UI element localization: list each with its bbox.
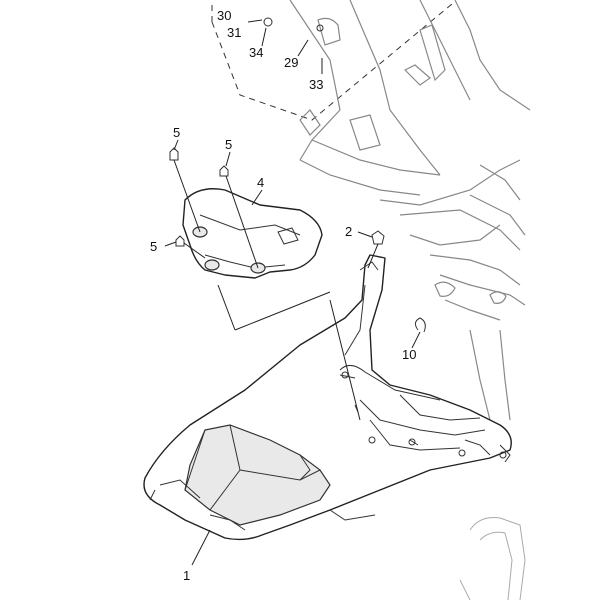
bolt-5-upper-left (169, 147, 179, 161)
part-1-under-cover (143, 254, 512, 541)
callout-5-upper-right: 5 (225, 137, 232, 152)
callout-29: 29 (284, 55, 298, 70)
callout-5-upper-left: 5 (173, 125, 180, 140)
callout-10: 10 (402, 347, 416, 362)
callout-34: 34 (249, 45, 263, 60)
callout-5-lower: 5 (150, 239, 157, 254)
callout-4: 4 (257, 175, 264, 190)
part-4-bracket (182, 188, 323, 279)
leader-lines (164, 19, 421, 566)
callout-30: 30 (217, 8, 231, 23)
bolt-5-upper-right (219, 165, 229, 177)
callout-33: 33 (309, 77, 323, 92)
clip-10 (414, 317, 426, 333)
bolt-5-lower (175, 235, 185, 247)
vehicle-frame (263, 0, 531, 600)
callout-2: 2 (345, 224, 352, 239)
subassembly-dashed-outline (211, 0, 453, 121)
fastener-2 (371, 230, 385, 245)
callout-31: 31 (227, 25, 241, 40)
callout-1: 1 (183, 568, 190, 583)
